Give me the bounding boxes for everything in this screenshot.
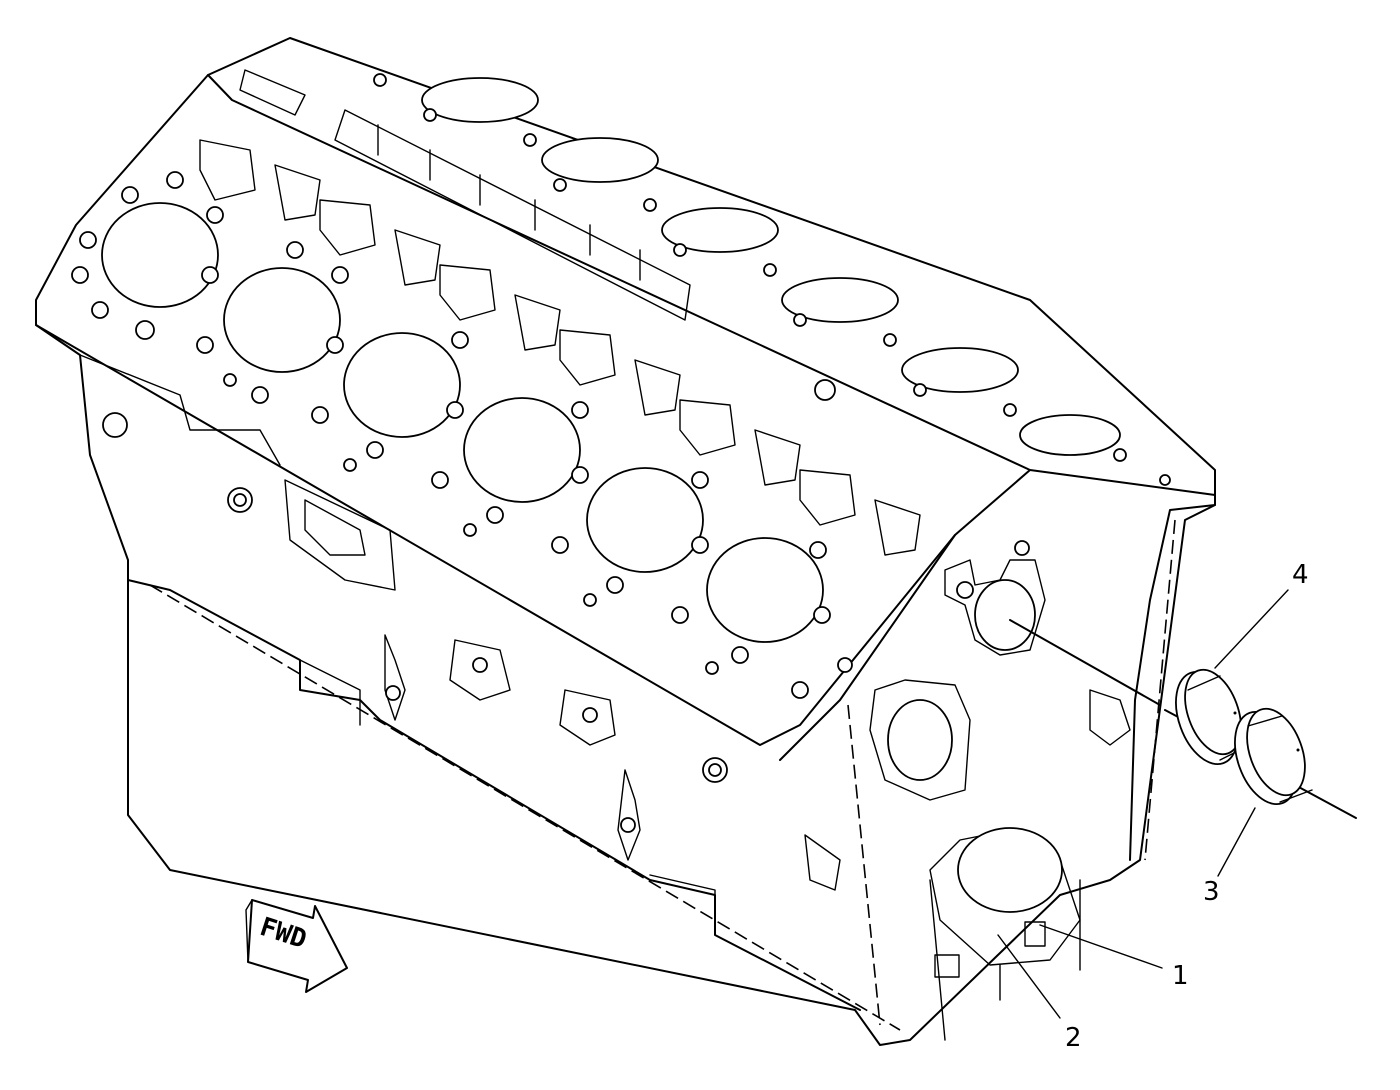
- callout-4-label: 4: [1292, 560, 1309, 590]
- callout-2-label: 2: [1065, 1023, 1082, 1053]
- valley-cover: [334, 109, 691, 321]
- callout-2: 2: [997, 934, 1082, 1053]
- front-edge: [779, 469, 1031, 761]
- right-bank-bolt-holes: [373, 73, 1171, 486]
- callouts: 1 2 3 4: [997, 560, 1309, 1053]
- pan-rail: [149, 584, 901, 1031]
- callout-1: 1: [1039, 924, 1189, 991]
- side-bosses: [102, 412, 841, 891]
- fwd-direction-arrow: FWD: [245, 899, 348, 993]
- deck-ridge: [207, 74, 1216, 496]
- lower-skirt: [127, 579, 861, 1011]
- fwd-label: FWD: [256, 912, 310, 955]
- left-bank-bolt-holes: [71, 171, 853, 699]
- main-bearing-bore: [957, 827, 1063, 913]
- part-3-cap[interactable]: [1223, 701, 1316, 813]
- exploded-parts: [1009, 619, 1357, 819]
- callout-1-label: 1: [1172, 961, 1189, 991]
- left-bank-bores: [101, 202, 824, 643]
- engine-block: [35, 37, 1216, 1046]
- callout-3-label: 3: [1203, 877, 1220, 907]
- front-bore: [974, 579, 1036, 651]
- left-bank-ports: [199, 139, 921, 556]
- front-face-edge: [1129, 504, 1216, 861]
- block-outline: [35, 37, 1216, 1046]
- left-deck-bevel: [35, 324, 956, 746]
- callout-3: 3: [1203, 807, 1256, 907]
- callout-4: 4: [1214, 560, 1309, 669]
- front-face: [847, 519, 1176, 1041]
- right-bank-bores: [421, 77, 1121, 456]
- part-4-sleeve[interactable]: [1164, 662, 1251, 773]
- fwd-arrow-icon: [247, 899, 348, 993]
